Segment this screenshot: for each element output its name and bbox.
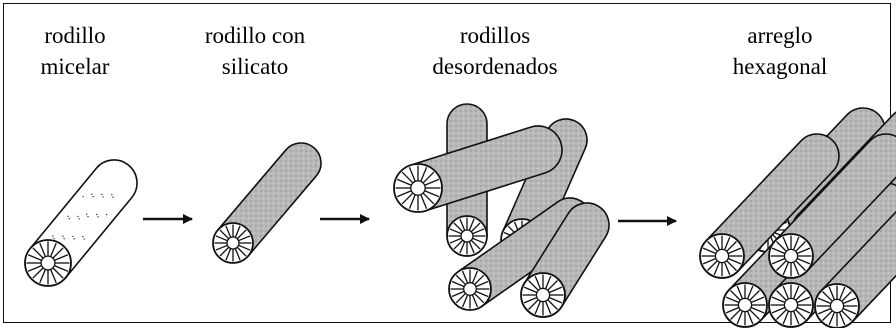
hexagonal-array-icon — [699, 107, 896, 328]
stage-label-micelar-line2: micelar — [40, 54, 110, 79]
stage-label-silicato-line2: silicato — [221, 54, 289, 79]
stage-label-micelar: rodillo micelar — [5, 20, 145, 82]
stage-label-desordenados-line1: rodillos — [459, 23, 531, 48]
stage-label-desordenados-line2: desordenados — [432, 54, 558, 79]
stage-label-silicato: rodillo con silicato — [180, 20, 330, 82]
stage-label-micelar-line1: rodillo — [44, 23, 106, 48]
micelle-rod-icon — [24, 159, 138, 287]
rod — [814, 210, 896, 328]
silicate-rod-icon — [212, 142, 322, 264]
rod — [24, 159, 138, 287]
stage-label-silicato-line1: rodillo con — [204, 23, 306, 48]
stage-label-hexagonal: arreglo hexagonal — [700, 20, 860, 82]
stage-label-desordenados: rodillos desordenados — [405, 20, 585, 82]
stage-label-hexagonal-line1: arreglo — [747, 23, 813, 48]
rod — [699, 133, 840, 279]
rod — [520, 202, 610, 318]
rod — [393, 125, 563, 213]
rod — [212, 142, 322, 264]
rod — [768, 133, 896, 279]
stage-label-hexagonal-line2: hexagonal — [732, 54, 828, 79]
disordered-rods-icon — [393, 103, 610, 318]
